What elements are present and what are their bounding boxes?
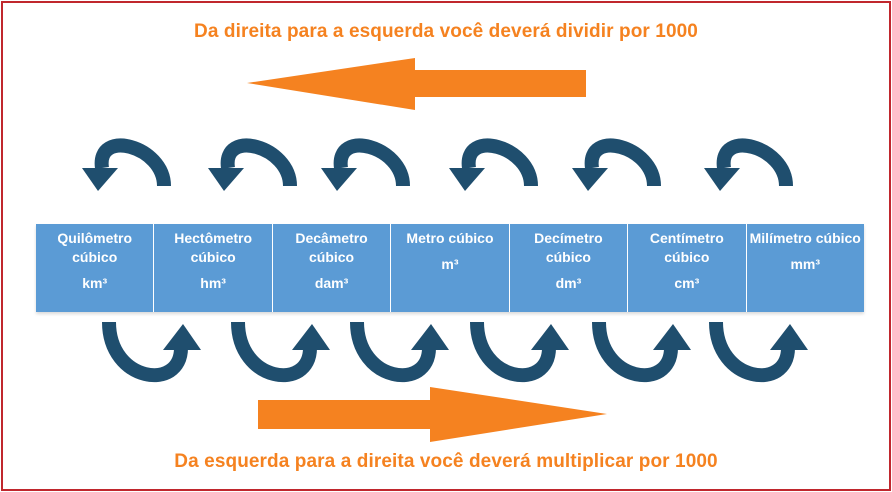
unit-name: Quilômetro cúbico [57,230,133,265]
unit-name: Hectômetro cúbico [174,230,253,265]
curved-arrow-left-icon [321,138,410,191]
unit-name: Decímetro cúbico [534,230,603,265]
bottom-caption: Da esquerda para a direita você deverá m… [174,451,718,472]
units-table: Quilômetro cúbico km³ Hectômetro cúbico … [36,224,864,312]
unit-name: Centímetro cúbico [649,230,724,265]
curved-arrow-left-icon [572,138,661,191]
unit-cell-mm3: Milímetro cúbico mm³ [746,224,864,312]
unit-name: Decâmetro cúbico [295,230,368,265]
orange-left-arrow-icon [247,58,586,110]
curved-arrow-right-icon [231,321,330,383]
unit-cell-dm3: Decímetro cúbico dm³ [509,224,629,312]
curved-arrow-right-icon [350,321,449,383]
unit-cell-hm3: Hectômetro cúbico hm³ [154,224,273,312]
unit-symbol: km³ [82,275,108,291]
unit-symbol: m³ [441,256,459,272]
top-caption: Da direita para a esquerda você deverá d… [194,21,698,42]
unit-symbol: cm³ [674,275,700,291]
unit-cell-dam3: Decâmetro cúbico dam³ [272,224,392,312]
curved-arrow-left-icon [82,138,171,191]
unit-symbol: mm³ [790,256,821,272]
unit-name: Metro cúbico [406,230,494,246]
orange-right-arrow-icon [258,387,607,442]
curved-arrow-right-icon [709,321,808,383]
unit-symbol: dam³ [314,275,349,291]
curved-arrow-left-icon [208,138,297,191]
curved-arrow-right-icon [470,321,569,383]
unit-name: Milímetro cúbico [749,230,861,246]
curved-arrows-bottom [102,321,808,383]
unit-cell-cm3: Centímetro cúbico cm³ [628,224,747,312]
curved-arrow-right-icon [592,321,691,383]
unit-symbol: hm³ [200,275,226,291]
unit-cell-m3: Metro cúbico m³ [391,224,510,312]
unit-symbol: dm³ [555,275,582,291]
curved-arrow-left-icon [449,138,538,191]
curved-arrow-left-icon [704,138,793,191]
curved-arrow-right-icon [102,321,201,383]
curved-arrows-top [82,138,793,191]
unit-cell-km3: Quilômetro cúbico km³ [36,224,155,312]
